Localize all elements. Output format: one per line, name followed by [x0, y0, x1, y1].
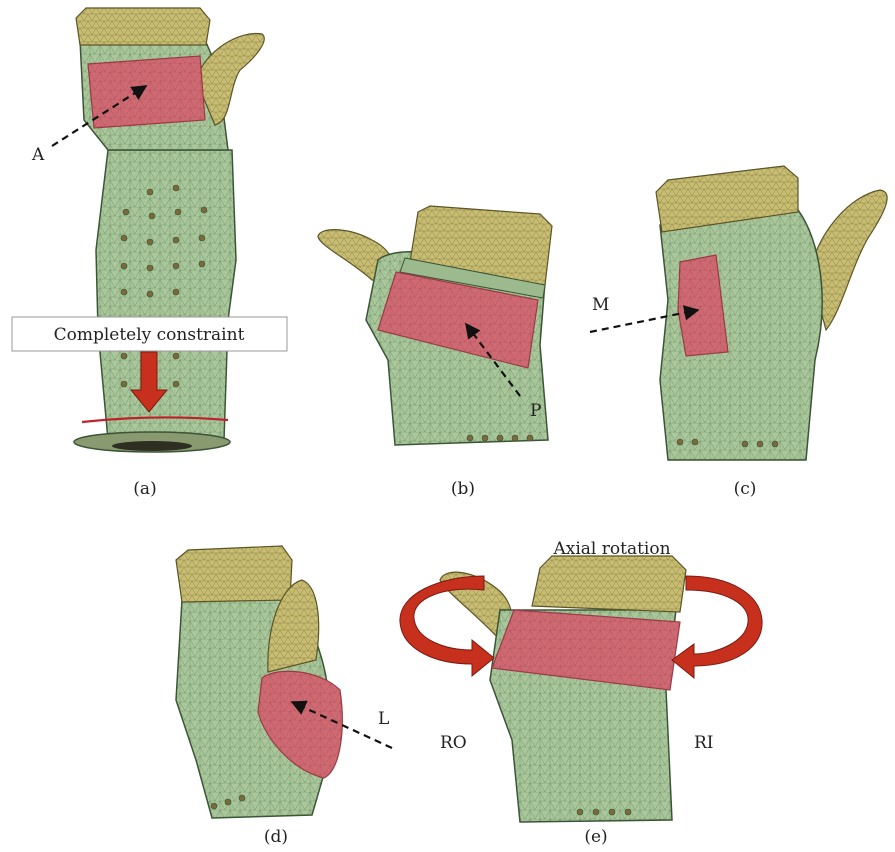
caption-a: (a) [133, 479, 156, 499]
caption-b: (b) [451, 479, 475, 499]
panel-c: M (c) [590, 166, 887, 499]
rotation-arrow-right [672, 576, 762, 678]
label-L: L [378, 709, 389, 729]
label-RO: RO [440, 733, 467, 753]
panel-a: Completely constraint A (a) [12, 8, 287, 499]
caption-d: (d) [264, 827, 288, 847]
panel-b: P (b) [318, 206, 552, 499]
panel-d: L (d) [176, 546, 392, 847]
caption-e: (e) [584, 827, 607, 847]
panel-e: Axial rotation RO RI (e) [400, 539, 762, 847]
panel-e-fingers [532, 556, 686, 612]
caption-c: (c) [734, 479, 757, 499]
label-RI: RI [694, 733, 714, 753]
panel-a-load-region [88, 56, 205, 128]
panel-a-fingers [76, 8, 210, 45]
panel-d-fingers [176, 546, 292, 602]
label-P: P [530, 401, 541, 421]
constraint-label: Completely constraint [54, 325, 245, 345]
panel-a-cast [96, 150, 236, 440]
label-A: A [31, 145, 45, 165]
label-M: M [592, 295, 609, 315]
